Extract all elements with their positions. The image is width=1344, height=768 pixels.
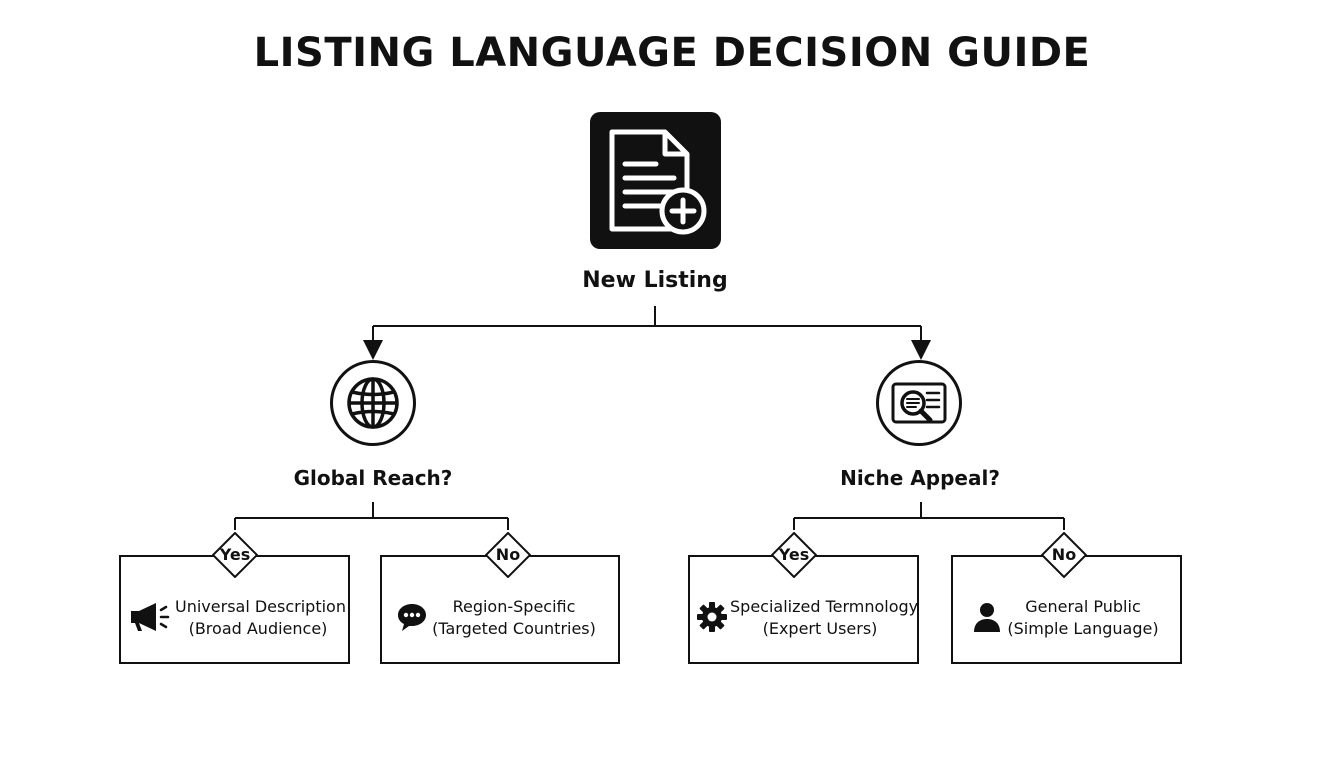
speech-bubble-icon: [396, 601, 428, 637]
leaf-line1: General Public: [1025, 597, 1141, 616]
decision-diamond-no: No: [1040, 531, 1088, 579]
root-label: New Listing: [582, 268, 728, 293]
leaf-line1: Region-Specific: [452, 597, 576, 616]
globe-icon: [330, 360, 416, 446]
leaf-specialized-terminology: Specialized Termnology (Expert Users): [688, 555, 919, 664]
decision-diamond-yes: Yes: [770, 531, 818, 579]
gear-icon: [696, 601, 728, 637]
answer-no-label: No: [1051, 545, 1077, 564]
person-icon: [971, 601, 1003, 637]
document-plus-icon: [590, 112, 721, 249]
leaf-line2: (Simple Language): [1007, 619, 1159, 638]
leaf-line2: (Broad Audience): [188, 619, 328, 638]
decision-diamond-no: No: [484, 531, 532, 579]
leaf-line1: Universal Description: [175, 597, 346, 616]
answer-yes-label: Yes: [219, 545, 251, 564]
answer-yes-label: Yes: [778, 545, 810, 564]
leaf-region-specific: Region-Specific (Targeted Countries): [380, 555, 620, 664]
decision-diamond-yes: Yes: [211, 531, 259, 579]
question-global-reach: Global Reach?: [293, 466, 453, 490]
answer-no-label: No: [495, 545, 521, 564]
leaf-line1: Specialized Termnology: [730, 597, 919, 616]
megaphone-icon: [130, 601, 170, 637]
leaf-line2: (Targeted Countries): [432, 619, 596, 638]
leaf-line2: (Expert Users): [762, 619, 878, 638]
leaf-general-public: General Public (Simple Language): [951, 555, 1182, 664]
question-niche-appeal: Niche Appeal?: [840, 466, 1000, 490]
search-document-icon: [876, 360, 962, 446]
page-title: LISTING LANGUAGE DECISION GUIDE: [253, 30, 1091, 76]
